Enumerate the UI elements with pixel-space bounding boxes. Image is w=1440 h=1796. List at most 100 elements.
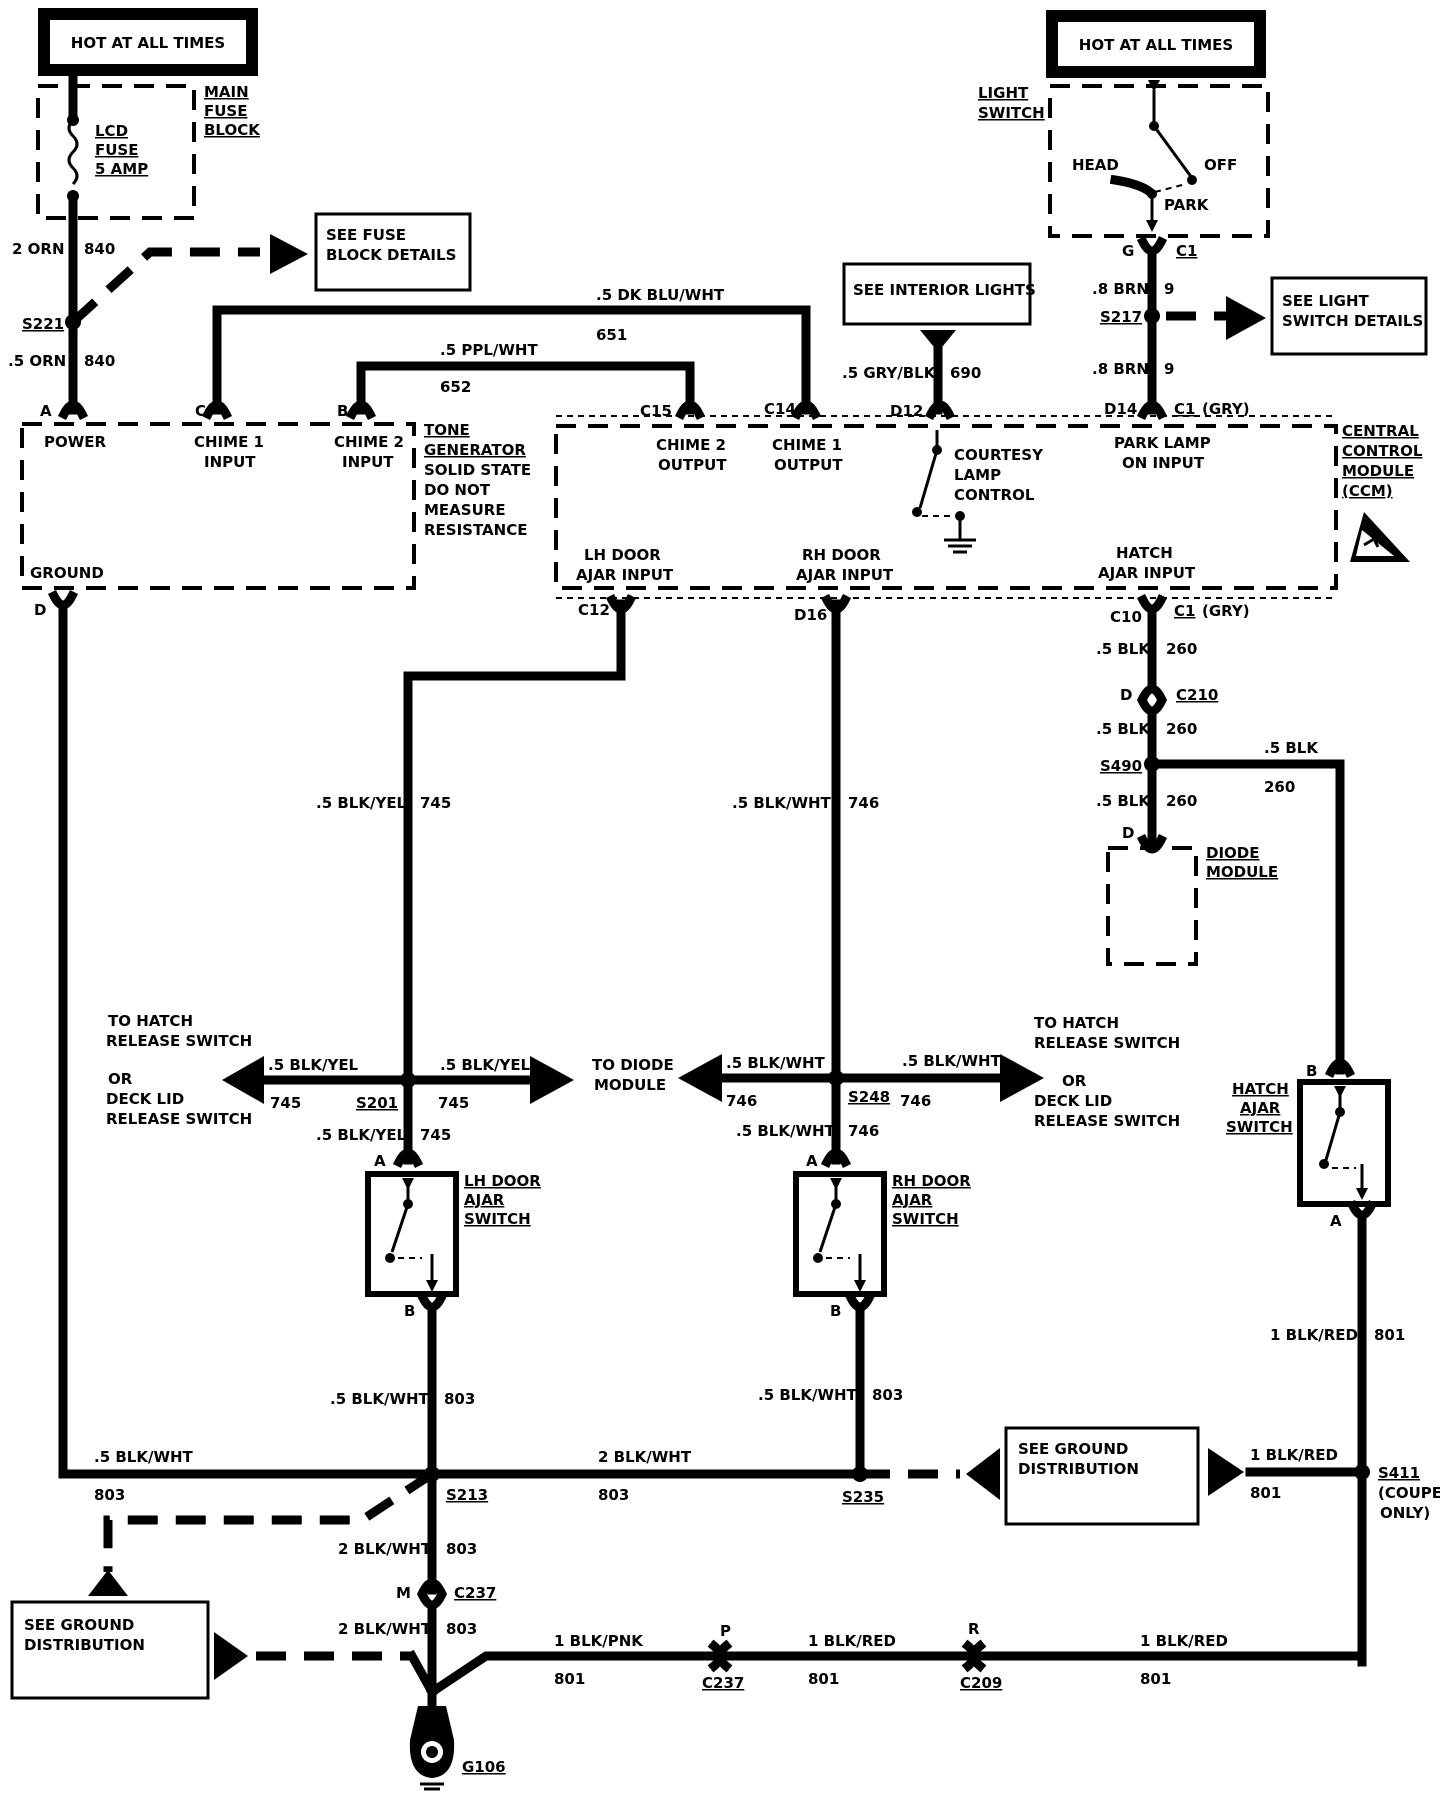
splice-label: S201 [356,1094,398,1112]
pin-b: B [404,1302,415,1320]
see-light-switch-box [1270,276,1428,356]
s411-note-1: (COUPE [1378,1484,1440,1502]
conn-c237: C237 [454,1584,496,1602]
pin-a: A [806,1152,818,1170]
wire-number: 803 [598,1486,629,1504]
wire-label: 1 BLK/RED [1270,1326,1358,1344]
to-diode-1: TO DIODE [592,1056,674,1074]
hot-box-right: HOT AT ALL TIMES [1046,10,1266,78]
to-hatch-r3: OR [1062,1072,1087,1090]
pin-b: B [1306,1062,1317,1080]
hatch-switch-1: HATCH [1232,1080,1289,1098]
rh-switch-2: AJAR [892,1191,933,1209]
wire-number: 803 [446,1540,477,1558]
pin-c14: C14 [764,400,796,418]
wire-number: 803 [444,1390,475,1408]
wire-745 [403,599,626,1165]
wire-label: .5 ORN [8,352,66,370]
courtesy-2: LAMP [954,466,1001,484]
see-ground-l1: SEE GROUND [24,1616,134,1634]
ground-link [103,1470,435,1572]
wire-number: 745 [438,1094,469,1112]
wire-number: 260 [1264,778,1295,796]
wire-number: 746 [848,1122,879,1140]
esd-warning-icon [1350,512,1410,562]
see-fuse-block-box [314,212,472,292]
lh-door-2: AJAR INPUT [576,566,674,584]
off-label: OFF [1204,156,1237,174]
wire-number: 652 [440,378,471,396]
tone-note-4: RESISTANCE [424,521,527,539]
wire-number: 745 [420,1126,451,1144]
hatch-ajar-switch: B A HATCH AJAR SWITCH [1226,1058,1391,1230]
pin-d14: D14 [1104,400,1137,418]
conn-gry-bot: (GRY) [1202,602,1250,620]
see-light-2: SWITCH DETAILS [1282,312,1423,330]
see-ground-box-left [10,1600,210,1700]
see-light-1: SEE LIGHT [1282,292,1370,310]
pin-p: P [720,1622,731,1640]
to-hatch-l5: RELEASE SWITCH [106,1110,252,1128]
see-fuse-2: BLOCK DETAILS [326,246,456,264]
central-control-module: C15 C14 D12 D14 C1 (GRY) CHIME 2 OUTPUT … [554,400,1423,626]
wire-label: .5 BLK [1096,640,1151,658]
arrow-icon [1148,80,1160,92]
wire-number: 840 [84,240,115,258]
ground-g106-icon [409,1685,455,1791]
to-hatch-l2: RELEASE SWITCH [106,1032,252,1050]
down-arrow-icon [920,330,956,352]
lcd-fuse-3: 5 AMP [95,160,148,178]
wire-label: .5 BLK/YEL [268,1056,359,1074]
wire-label: .5 BLK/YEL [440,1056,531,1074]
park-lamp-1: PARK LAMP [1114,434,1211,452]
pin-c12: C12 [578,601,610,619]
lcd-fuse-1: LCD [95,122,128,140]
wire-number: 745 [270,1094,301,1112]
chime1-input-2: INPUT [204,453,256,471]
arrow-right-icon [1000,1054,1044,1102]
wire-number: 803 [94,1486,125,1504]
chime2-out-2: OUTPUT [658,456,727,474]
wire-number: 9 [1164,280,1174,298]
wire-number: 651 [596,326,627,344]
wire-number: 260 [1166,720,1197,738]
courtesy-3: CONTROL [954,486,1035,504]
diode-module-box [1106,846,1198,966]
see-interior-lights-box [842,262,1032,326]
wire-number: 803 [446,1620,477,1638]
main-fuse-block: MAIN FUSE BLOCK LCD FUSE 5 AMP [36,71,261,220]
pin-d12: D12 [890,402,923,420]
wire-number: 746 [900,1092,931,1110]
wire-label: .5 BLK [1096,720,1151,738]
wire-label: .5 GRY/BLK [842,364,937,382]
wire-number: 801 [1374,1326,1405,1344]
pin-a: A [374,1152,386,1170]
wire-label: 1 BLK/RED [1140,1632,1228,1650]
wire-label: .8 BRN [1092,280,1149,298]
see-ground-r1: SEE GROUND [1018,1440,1128,1458]
up-arrow-icon [88,1570,128,1596]
conn-c209: C209 [960,1674,1002,1692]
wire-803-ground [58,601,437,1479]
wire-number: 801 [1250,1484,1281,1502]
lh-door-ajar-switch: A B LH DOOR AJAR SWITCH [365,1148,541,1320]
wire-number: 801 [554,1670,585,1688]
pin-d: D [34,601,46,619]
wire-number: 840 [84,352,115,370]
park-label: PARK [1164,196,1210,214]
wire-label: .5 BLK/WHT [330,1390,430,1408]
fuse-block-label-1: MAIN [204,83,249,101]
wire-801-bottom [425,1651,719,1699]
lh-switch-1: LH DOOR [464,1172,541,1190]
chime2-input-2: INPUT [342,453,394,471]
chime2-input-1: CHIME 2 [334,433,404,451]
wire-label: 2 BLK/WHT [338,1540,432,1558]
conn-c1-bot: C1 [1174,602,1195,620]
splice-s235 [852,1466,868,1482]
splice-label: S235 [842,1488,884,1506]
ccm-title-1: CENTRAL [1342,422,1419,440]
pin-c15: C15 [640,402,672,420]
wire-number: 745 [420,794,451,812]
fuse-symbol-icon [67,118,79,186]
rh-door-2: AJAR INPUT [796,566,894,584]
